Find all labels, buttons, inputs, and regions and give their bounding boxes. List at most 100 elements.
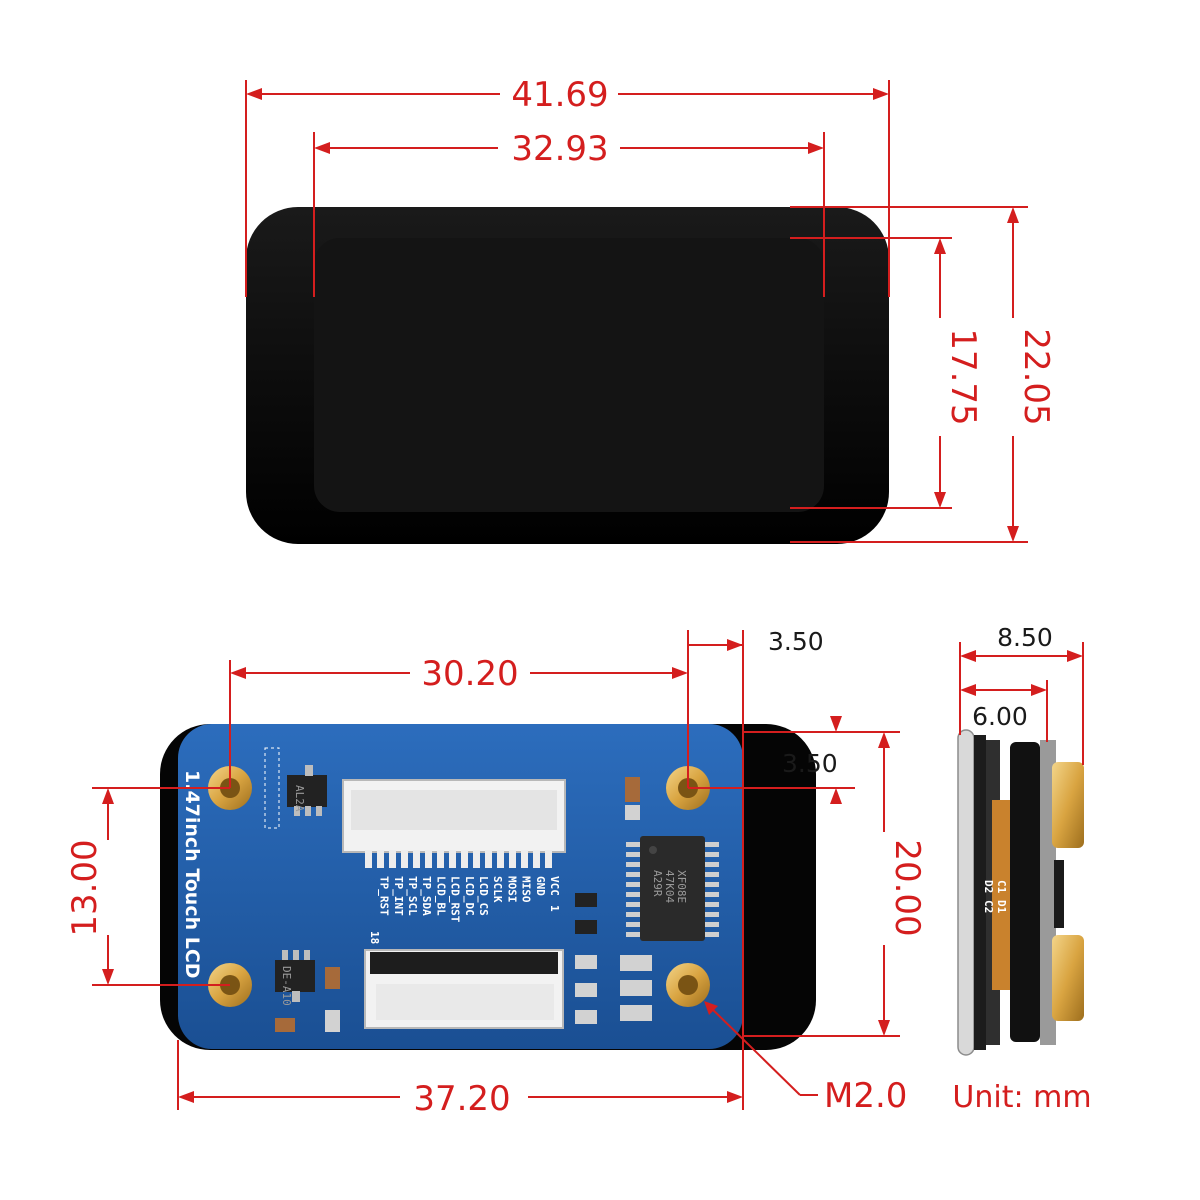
chip-leg	[626, 882, 640, 887]
ref-d2: D2	[982, 880, 995, 893]
dim-board-height: 20.00	[743, 732, 927, 1037]
dim-hole-size-label: M2.0	[824, 1076, 907, 1116]
small-ic-top-label: AL2A	[293, 785, 306, 812]
dim-board-height-label: 20.00	[887, 839, 927, 936]
chip-leg	[705, 892, 719, 897]
dim-outer-height-label: 22.05	[1016, 328, 1056, 425]
dim-hole-span-y: 13.00	[65, 787, 230, 986]
side-panel-dark	[974, 735, 986, 1050]
connector-pin	[413, 850, 420, 868]
dim-screen-height-label: 17.75	[943, 328, 983, 425]
connector-pin	[497, 850, 504, 868]
connector-pin	[473, 850, 480, 868]
unit-label: Unit: mm	[952, 1080, 1091, 1115]
dim-hole-size: M2.0	[704, 1001, 907, 1116]
small-ic-top: AL2A	[287, 765, 327, 816]
small-ic-bottom: DE-A10	[275, 950, 315, 1006]
dim-screen-width: 32.93	[313, 129, 825, 297]
chip-leg	[626, 872, 640, 877]
connector-pins-top	[365, 850, 552, 868]
pin-label: MOSI	[505, 876, 518, 903]
connector-pin	[533, 850, 540, 868]
pin-label: TP_SCL	[406, 876, 419, 916]
dim-edge-offset-y: 3.50	[688, 716, 900, 804]
chip-leg	[626, 892, 640, 897]
chip-leg	[705, 902, 719, 907]
chip-leg	[705, 882, 719, 887]
dim-side-partial: 6.00	[960, 680, 1048, 742]
chip-leg	[705, 922, 719, 927]
connector-pin	[437, 850, 444, 868]
dim-side-partial-label: 6.00	[972, 702, 1028, 731]
ref-c2: C2	[982, 900, 995, 913]
connector-pin	[425, 850, 432, 868]
connector-pin	[365, 850, 372, 868]
connector-pin	[545, 850, 552, 868]
chip-leg	[705, 862, 719, 867]
dim-hole-span-y-label: 13.00	[65, 839, 105, 936]
dim-outer-width: 41.69	[245, 75, 890, 297]
chip-leg	[705, 842, 719, 847]
fpc-connector-bottom	[364, 949, 564, 1029]
dim-side-total: 8.50	[959, 623, 1084, 765]
connector-pin	[389, 850, 396, 868]
connector-pin	[521, 850, 528, 868]
dim-screen-height: 17.75	[790, 237, 983, 509]
side-glass	[957, 729, 975, 1056]
ref-c1: C1	[995, 880, 1008, 894]
dim-hole-span-x: 30.20	[229, 630, 689, 788]
pin-label: SCLK	[491, 876, 504, 903]
pin-labels: VCCGNDMISOMOSISCLKLCD_CSLCD_DCLCD_RSTLCD…	[378, 876, 561, 923]
chip-line-3: A29R	[651, 870, 664, 897]
pin-label: GND	[534, 876, 547, 896]
chip-line-1: XF08E	[675, 870, 688, 903]
pin-label: LCD_RST	[449, 876, 462, 923]
pin-label: TP_SDA	[420, 876, 433, 916]
chip-line-2: 47K04	[663, 870, 676, 903]
dim-side-total-label: 8.50	[997, 623, 1053, 652]
chip-leg	[626, 932, 640, 937]
pin-label: VCC	[548, 876, 561, 896]
chip-leg	[626, 902, 640, 907]
dim-board-width-label: 37.20	[413, 1079, 510, 1119]
connector-pin	[377, 850, 384, 868]
passive-components	[264, 747, 652, 1032]
connector-pin	[485, 850, 492, 868]
small-ic-bottom-label: DE-A10	[280, 966, 293, 1006]
dim-hole-span-x-label: 30.20	[421, 654, 518, 694]
fpc-connector-top	[342, 779, 566, 853]
front-view	[246, 207, 889, 544]
chip-leg	[626, 862, 640, 867]
chip-leg	[626, 852, 640, 857]
dim-edge-offset-x: 3.50	[688, 627, 824, 1110]
dim-outer-width-label: 41.69	[511, 75, 608, 115]
mounting-hole-br	[666, 963, 710, 1007]
pin-label: LCD_DC	[463, 876, 476, 916]
board-title: 1.47inch Touch LCD	[181, 770, 203, 979]
pin-label: TP_INT	[392, 876, 405, 916]
side-connector-top	[1052, 762, 1084, 848]
side-view: C1 D1 D2 C2	[957, 729, 1084, 1056]
dim-board-width: 37.20	[177, 1040, 743, 1119]
chip-leg	[705, 912, 719, 917]
ref-d1: D1	[995, 900, 1008, 914]
side-connector-bottom	[1052, 935, 1084, 1021]
side-layer-2	[1010, 742, 1040, 1042]
dim-screen-width-label: 32.93	[511, 129, 608, 169]
pin-label: LCD_CS	[477, 876, 490, 916]
dim-outer-height: 22.05	[790, 206, 1056, 543]
connector-pin	[401, 850, 408, 868]
pin-one-marker: 1	[548, 905, 561, 912]
pin-last-marker: 18	[368, 931, 381, 944]
connector-pin	[461, 850, 468, 868]
chip-leg	[705, 932, 719, 937]
chip-legs	[626, 842, 719, 937]
back-view: XF08E 47K04 A29R AL2A DE-A10	[160, 724, 816, 1050]
connector-pin	[509, 850, 516, 868]
controller-chip: XF08E 47K04 A29R	[640, 836, 705, 941]
pin-label: TP_RST	[378, 876, 391, 916]
chip-leg	[626, 842, 640, 847]
dim-edge-offset-y-label: 3.50	[782, 749, 838, 778]
pin-label: LCD_BL	[434, 876, 447, 916]
